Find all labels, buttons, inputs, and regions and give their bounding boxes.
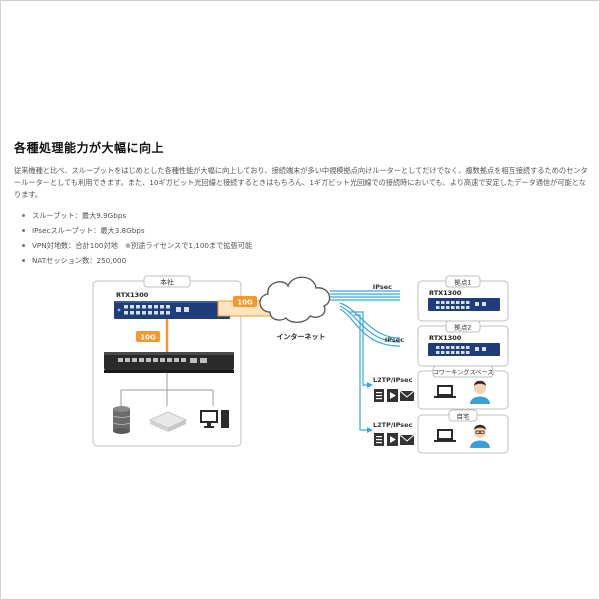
site1-router-device bbox=[428, 298, 500, 311]
coworking-user-icon bbox=[470, 380, 490, 404]
spec-throughput: スループット：最大9.9Gbps bbox=[22, 208, 252, 223]
site2-router-label: RTX1300 bbox=[429, 334, 462, 342]
site2-tunnel-label: IPsec bbox=[385, 336, 404, 344]
site1-router-label: RTX1300 bbox=[429, 289, 462, 297]
arrow-coworking bbox=[367, 382, 373, 388]
coworking-app-icons bbox=[374, 389, 415, 402]
arrow-home bbox=[367, 427, 373, 433]
coworking-title: コワーキングスペース bbox=[433, 369, 494, 377]
home-laptop-icon bbox=[434, 429, 456, 442]
server-icon bbox=[112, 406, 131, 434]
hq-title: 本社 bbox=[160, 278, 174, 287]
site1-title: 拠点1 bbox=[454, 278, 471, 287]
coworking-box: コワーキングスペース bbox=[417, 365, 509, 410]
internet-label: インターネット bbox=[277, 332, 326, 341]
home-box: 自宅 bbox=[417, 409, 509, 454]
section-description: 従来機種と比べ、スループットをはじめとした各種性能が大幅に向上しており、接続端末… bbox=[14, 166, 588, 199]
spec-nat-sessions: NATセッション数：250,000 bbox=[22, 253, 252, 268]
hq-label-tab bbox=[143, 275, 191, 288]
hq-switch-device bbox=[104, 352, 234, 373]
link-10g-top-label: 10G bbox=[237, 299, 253, 307]
spec-vpn-count: VPN対地数：合計100対地 ※別途ライセンスで1,100まで拡張可能 bbox=[22, 238, 252, 253]
coworking-laptop-icon bbox=[434, 385, 456, 398]
vpn-connection-lines bbox=[330, 290, 401, 431]
section-title: 各種処理能力が大幅に向上 bbox=[14, 141, 165, 155]
hq-router-label: RTX1300 bbox=[116, 291, 149, 299]
lan-tree-lines bbox=[120, 373, 214, 406]
spec-list: スループット：最大9.9Gbps IPsecスループット：最大3.8Gbps V… bbox=[22, 208, 252, 268]
home-title: 自宅 bbox=[457, 412, 471, 421]
site1-box: 拠点1 RTX1300 bbox=[417, 275, 509, 322]
link-10g-bottom-label: 10G bbox=[140, 334, 156, 342]
home-app-icons bbox=[374, 433, 415, 446]
site2-box: 拠点2 RTX1300 bbox=[417, 320, 509, 367]
internet-cloud-icon bbox=[259, 276, 331, 323]
site2-title: 拠点2 bbox=[454, 323, 471, 332]
home-tunnel-label: L2TP/IPsec bbox=[373, 421, 413, 429]
link-10g-bottom: 10G bbox=[136, 331, 160, 342]
site1-tunnel-label: IPsec bbox=[373, 283, 392, 291]
access-point-icon bbox=[149, 411, 187, 432]
desktop-pc-icon bbox=[200, 410, 229, 428]
hq-router-device bbox=[114, 301, 230, 319]
spec-ipsec-throughput: IPsecスループット：最大3.8Gbps bbox=[22, 223, 252, 238]
coworking-tunnel-label: L2TP/IPsec bbox=[373, 376, 413, 384]
site2-router-device bbox=[428, 343, 500, 356]
home-user-icon bbox=[470, 424, 490, 448]
